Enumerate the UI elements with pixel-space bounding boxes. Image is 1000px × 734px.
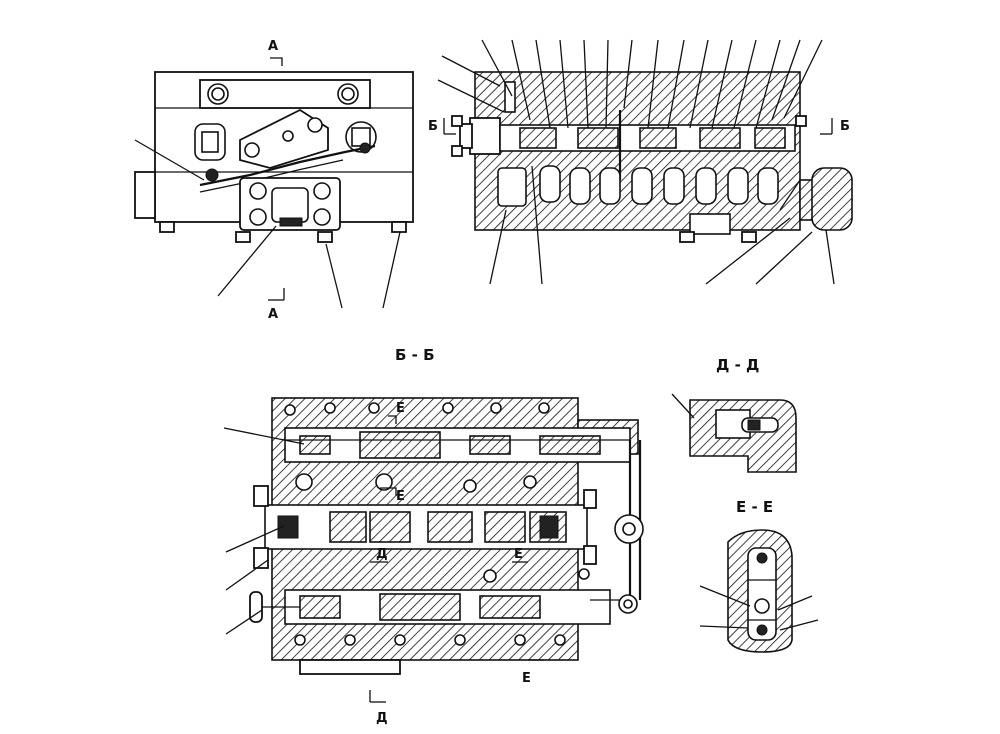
mark-e-3: Е <box>514 547 523 562</box>
mark-a-bottom: А <box>268 307 278 322</box>
mark-e-4: Е <box>522 671 531 686</box>
mark-e-2: Е <box>396 489 405 504</box>
section-ee <box>699 529 819 653</box>
section-bb: Е Е Д Е Е Д <box>223 397 644 726</box>
mark-d-1: Д <box>376 547 388 562</box>
section-bb-title: Б - Б <box>395 346 435 364</box>
cavities <box>497 165 779 235</box>
mark-a-top: А <box>268 39 278 54</box>
mark-d-bottom: Д <box>376 711 388 726</box>
section-dd <box>671 393 797 473</box>
longitudinal-section: Б Б <box>428 39 853 285</box>
section-dd-title: Д - Д <box>716 356 759 374</box>
mark-b-left: Б <box>428 119 438 134</box>
bolt-holes <box>284 402 590 646</box>
mark-e-1: Е <box>396 401 405 416</box>
section-ee-title: Е - Е <box>736 498 773 516</box>
front-view: А А <box>134 39 414 322</box>
mark-b-right: Б <box>840 119 850 134</box>
